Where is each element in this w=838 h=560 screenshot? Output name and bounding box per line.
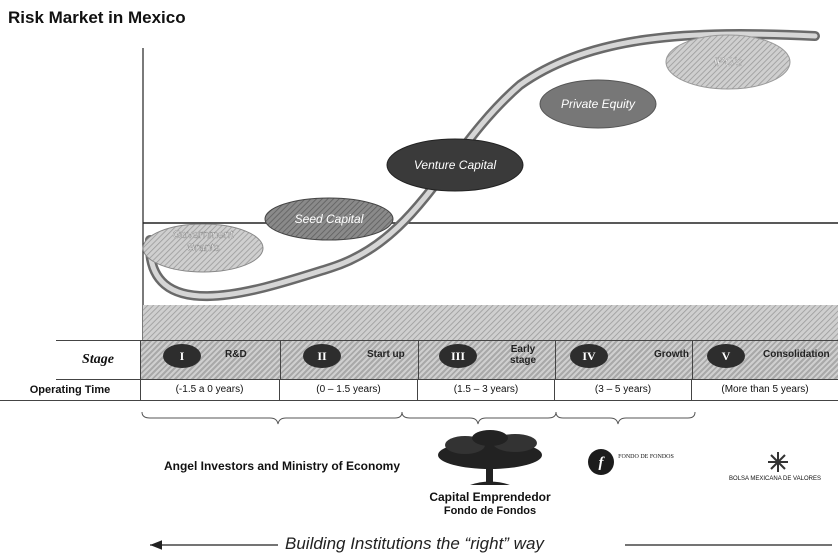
operating-time-row: Operating Time (-1.5 a 0 years) (0 – 1.5… <box>0 379 838 401</box>
stage-numeral-badge: V <box>707 344 745 368</box>
brace-fondo <box>555 411 696 425</box>
stage-name: Consolidation <box>763 349 830 360</box>
fondo-logo-text: FONDO DE FONDOS <box>618 454 674 460</box>
stage-numeral-badge: I <box>163 344 201 368</box>
ellipse-venture-capital: Venture Capital <box>386 138 524 192</box>
svg-text:f: f <box>599 455 606 471</box>
stage-name: R&D <box>225 349 247 360</box>
fondo-de-fondos-label: Fondo de Fondos <box>443 505 537 517</box>
brace-angel <box>141 411 403 425</box>
angel-investors-label: Angel Investors and Ministry of Economy <box>163 459 401 473</box>
ellipse-private-equity: Private Equity <box>539 79 657 129</box>
stage-numeral-badge: IV <box>570 344 608 368</box>
operating-time-cell: (More than 5 years) <box>721 384 809 395</box>
stage-cell-1: I R&D <box>140 341 281 379</box>
stage-label: Stage <box>82 352 114 367</box>
operating-time-label: Operating Time <box>0 379 141 400</box>
footer-tagline: Building Institutions the “right” way <box>285 534 544 553</box>
stage-cell-3: III Early stage <box>418 341 556 379</box>
operating-time-cell: (3 – 5 years) <box>555 379 692 400</box>
stage-numeral-badge: III <box>439 344 477 368</box>
operating-time-cell: (-1.5 a 0 years) <box>140 379 280 400</box>
label-venture-capital: Venture Capital <box>414 158 497 172</box>
stage-cell-5: V Consolidation <box>692 341 838 379</box>
ellipse-seed-capital: Seed Capital <box>264 197 394 241</box>
stage-name: Growth <box>654 349 689 360</box>
page-title: Risk Market in Mexico <box>8 8 186 27</box>
stage-name: Early stage <box>509 344 537 366</box>
hatched-band <box>143 305 838 340</box>
stage-cell-2: II Start up <box>280 341 419 379</box>
fondo-de-fondos-logo-icon: f <box>588 449 614 475</box>
capital-emprendedor-label: Capital Emprendedor <box>429 490 551 504</box>
operating-time-cell: (0 – 1.5 years) <box>280 379 418 400</box>
operating-time-cell: (1.5 – 3 years) <box>418 379 555 400</box>
stage-numeral-badge: II <box>303 344 341 368</box>
stage-row: Stage I R&D II Start up III Early stage … <box>56 340 838 380</box>
label-seed-capital: Seed Capital <box>295 212 364 226</box>
bolsa-logo-text: BOLSA MEXICANA DE VALORES <box>729 476 821 482</box>
capital-emprendedor-block: Capital Emprendedor Fondo de Fondos <box>415 490 565 518</box>
label-private-equity: Private Equity <box>561 97 636 111</box>
bolsa-logo-icon <box>768 452 788 472</box>
label-ipos: IPO's <box>714 55 743 69</box>
ellipse-ipos: IPO's <box>665 34 791 90</box>
brace-capital <box>401 411 557 425</box>
stage-name: Start up <box>367 349 405 360</box>
tree-logo-icon <box>438 430 542 485</box>
stage-cell-4: IV Growth <box>555 341 693 379</box>
